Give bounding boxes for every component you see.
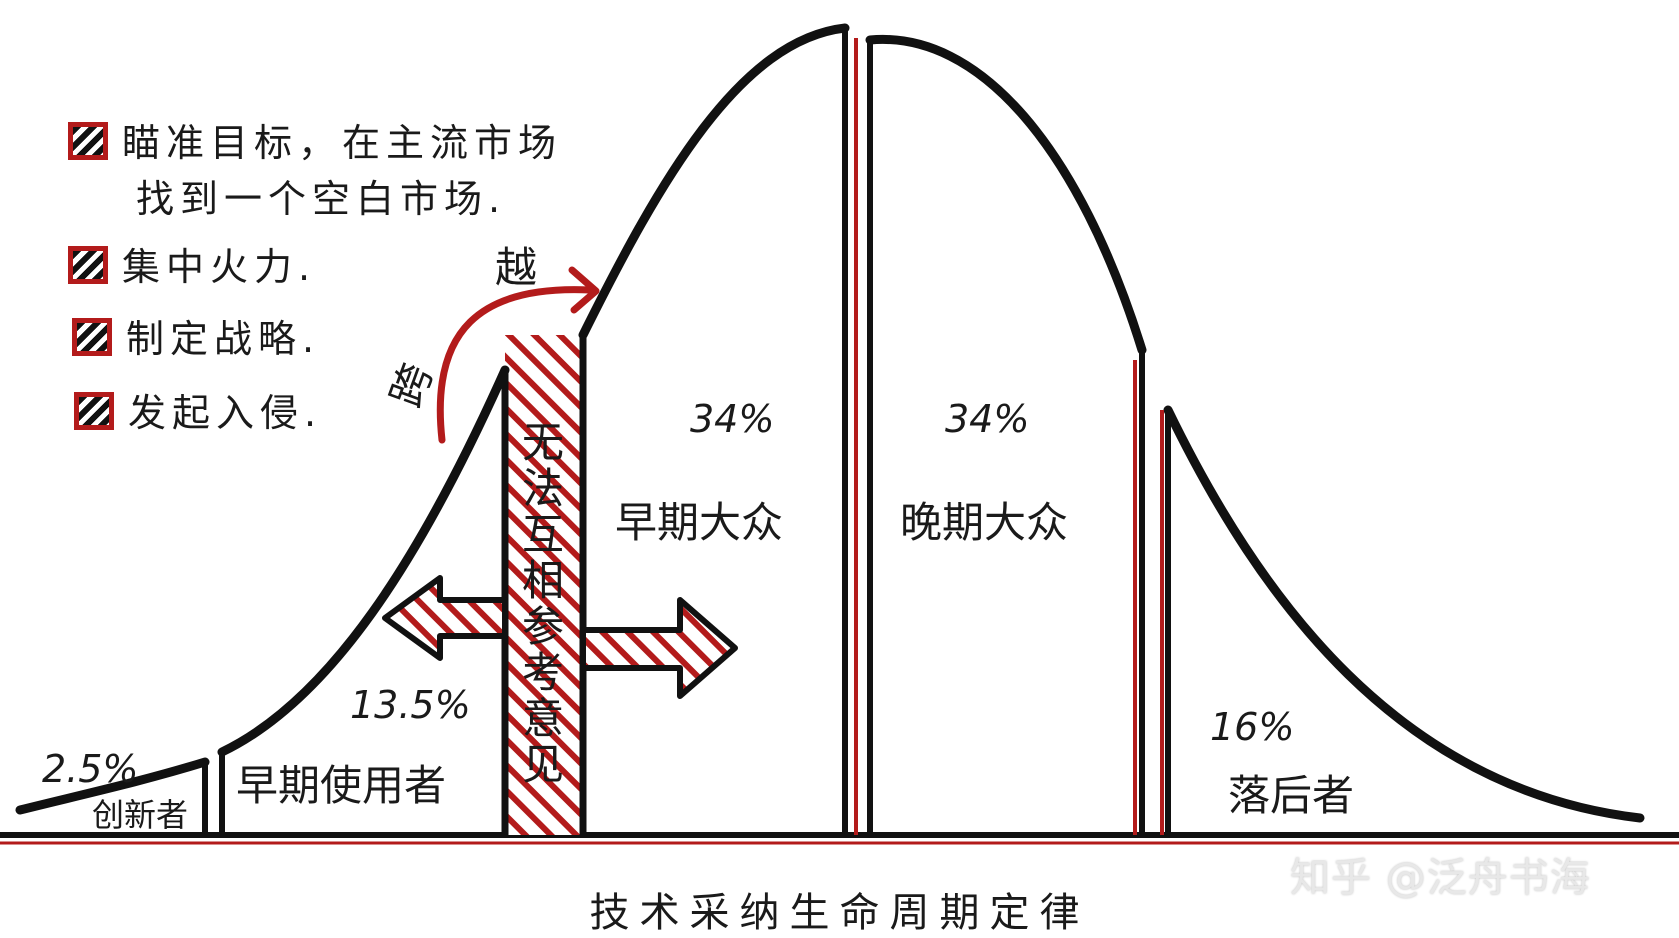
curve-early-majority (578, 23, 850, 340)
pct-early-majority: 34% (690, 397, 774, 441)
hatched-box-icon (72, 318, 112, 356)
hatched-box-icon (68, 122, 108, 160)
pct-early-adopters: 13.5% (350, 683, 471, 727)
legend-text-focus-fire: 集中火力. (122, 245, 317, 289)
legend-item-aim-target: 瞄准目标，在主流市场 (68, 121, 562, 172)
cross-char-2: 越 (495, 243, 537, 292)
label-late-majority: 晚期大众 (900, 498, 1068, 547)
chasm-char: 参 (521, 602, 564, 651)
legend-text-invade: 发起入侵. (128, 391, 323, 435)
label-laggards: 落后者 (1228, 771, 1354, 820)
chasm-char: 相 (521, 556, 564, 605)
curve-laggards (1163, 405, 1645, 823)
watermark: 知乎 @泛舟书海 (1290, 855, 1591, 901)
legend-item-invade: 发起入侵. (74, 391, 322, 442)
legend-item-strategy: 制定战略. (72, 317, 320, 368)
pct-laggards: 16% (1210, 705, 1294, 749)
chasm-column (505, 335, 583, 835)
chasm-char: 互 (521, 510, 564, 559)
chasm-char: 法 (521, 464, 564, 513)
chasm-vertical-text: 无 法 互 相 参 考 意 见 (518, 420, 568, 788)
chasm-char: 意 (521, 694, 564, 743)
hatched-box-icon (68, 246, 108, 284)
legend-text-aim-target: 瞄准目标，在主流市场 (122, 121, 563, 165)
legend-item-find-market: 找到一个空白市场. (122, 177, 506, 228)
chasm-char: 考 (521, 648, 564, 697)
legend-item-focus-fire: 集中火力. (68, 245, 316, 296)
chasm-char: 见 (521, 740, 564, 789)
hatched-box-icon (74, 392, 114, 430)
footer-title: 技术采纳生命周期定律 (589, 890, 1090, 936)
label-early-adopters: 早期使用者 (236, 761, 446, 810)
chasm-char: 无 (521, 418, 564, 467)
legend-text-strategy: 制定战略. (126, 317, 321, 361)
arrow-right-icon (580, 597, 738, 699)
cross-arrow-head-icon (568, 266, 600, 314)
pct-innovators: 2.5% (42, 747, 139, 791)
arrow-left-icon (382, 575, 508, 661)
label-early-majority: 早期大众 (615, 498, 783, 547)
cross-arrow (436, 286, 594, 444)
label-innovators: 创新者 (92, 796, 188, 834)
cross-char-1: 跨 (381, 357, 441, 413)
curve-early-adopters (217, 365, 510, 757)
curve-innovators (15, 757, 210, 815)
legend-text-find-market: 找到一个空白市场. (136, 177, 507, 221)
curve-late-majority (865, 34, 1147, 355)
pct-late-majority: 34% (945, 397, 1029, 441)
